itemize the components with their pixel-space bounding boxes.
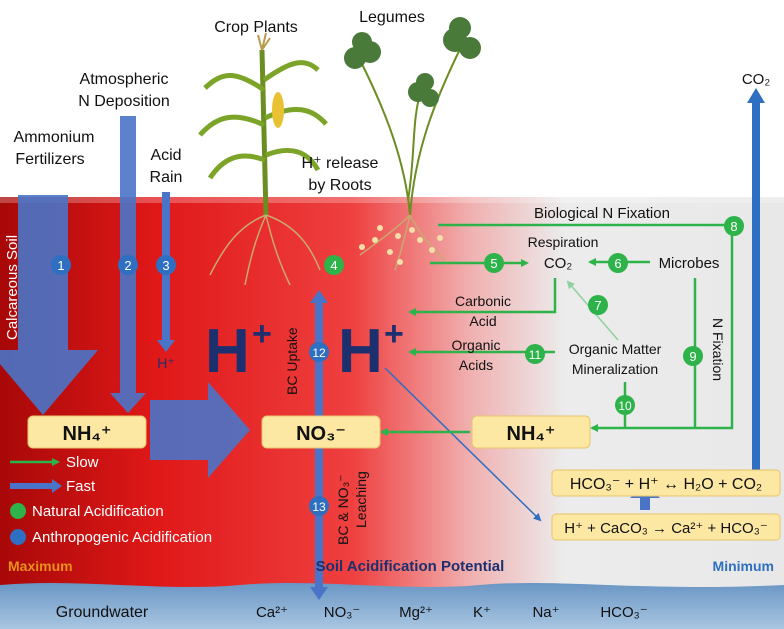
- no3-center-box: [261, 415, 381, 449]
- groundwater-label: Groundwater: [56, 604, 149, 621]
- carbonic-acid-label: Carbonic: [455, 293, 511, 309]
- marker-10: 10: [615, 395, 635, 415]
- legume-plant-icon: [344, 17, 481, 271]
- marker-3-label: 3: [162, 258, 169, 273]
- marker-4-label: 4: [330, 258, 337, 273]
- bio-n-fixation-label: Biological N Fixation: [534, 205, 670, 222]
- nh4-right-label: NH₄⁺: [507, 423, 556, 445]
- bc-leaching-label: BC & NO₃⁻: [335, 474, 351, 545]
- nh4-right-box: [471, 415, 591, 449]
- bicarbonate-equation: HCO₃⁻ + H⁺ ↔ H₂O + CO₂: [570, 476, 762, 493]
- legend: Slow Fast Natural Acidification Anthropo…: [10, 454, 212, 546]
- marker-13-label: 13: [312, 500, 326, 514]
- ion-mg: Mg²⁺: [399, 604, 433, 621]
- h-plus-right-charge: +: [384, 315, 404, 353]
- maximum-label: Maximum: [8, 558, 73, 574]
- om-mineralization-label: Organic Matter: [569, 341, 662, 357]
- organic-acids-label: Organic: [451, 337, 500, 353]
- marker-2: 2: [118, 255, 138, 275]
- h-to-carbonate-arrow: [384, 367, 542, 522]
- h-release-label: H⁺ release: [302, 155, 379, 172]
- crop-plants-label: Crop Plants: [214, 19, 298, 36]
- ion-hco3: HCO₃⁻: [600, 604, 647, 621]
- legumes-label: Legumes: [359, 9, 425, 26]
- marker-5: 5: [484, 253, 504, 273]
- ion-ca: Ca²⁺: [256, 604, 288, 621]
- ammonium-label-2: Fertilizers: [15, 151, 84, 168]
- marker-5-label: 5: [490, 256, 497, 271]
- respiration-label: Respiration: [528, 234, 599, 250]
- crop-plant-icon: [198, 32, 328, 286]
- legend-fast-label: Fast: [66, 478, 96, 495]
- nh4-left-box: [27, 415, 147, 449]
- marker-2-label: 2: [124, 258, 131, 273]
- n-fixation-label: N Fixation: [710, 318, 726, 381]
- acid-rain-label-2: Rain: [150, 169, 183, 186]
- leaching-arrow: [315, 447, 323, 587]
- h-plus-left: H: [205, 317, 250, 386]
- marker-9: 9: [683, 346, 703, 366]
- carbonate-equation: H⁺ + CaCO₃ → Ca²⁺ + HCO₃⁻: [564, 520, 768, 537]
- legend-natural-label: Natural Acidification: [32, 503, 164, 520]
- ion-no3: NO₃⁻: [324, 604, 361, 621]
- marker-7-label: 7: [594, 298, 601, 313]
- marker-1-label: 1: [57, 258, 64, 273]
- acidification-potential-label: Soil Acidification Potential: [316, 558, 505, 575]
- no3-center-label: NO₃⁻: [296, 423, 346, 445]
- h-small-label: H⁺: [157, 355, 175, 371]
- marker-11: 11: [525, 344, 545, 364]
- organic-acids-label-2: Acids: [459, 357, 493, 373]
- bc-leaching-label-2: Leaching: [353, 471, 369, 528]
- marker-11-label: 11: [529, 348, 542, 362]
- legend-slow-label: Slow: [66, 454, 99, 471]
- acid-rain-label: Acid: [150, 147, 181, 164]
- ammonium-label: Ammonium: [14, 129, 95, 146]
- bicarbonate-equation-box: [551, 469, 781, 497]
- h-release-label-2: by Roots: [308, 177, 371, 194]
- marker-8: 8: [724, 216, 744, 236]
- marker-12-label: 12: [312, 346, 326, 360]
- h-plus-right: H: [338, 317, 383, 386]
- carbonic-acid-label-2: Acid: [469, 313, 496, 329]
- bc-uptake-label: BC Uptake: [284, 327, 300, 395]
- marker-1: 1: [51, 255, 71, 275]
- carbonic-acid-arrow: [408, 278, 557, 316]
- legend-fast-arrow: [10, 479, 62, 493]
- nitrification-arrow: [150, 382, 250, 478]
- ammonium-fertilizer-arrow: [0, 195, 98, 415]
- co2-mid-label: CO₂: [544, 255, 573, 272]
- marker-6-label: 6: [614, 256, 621, 271]
- marker-3: 3: [156, 255, 176, 275]
- marker-12: 12: [309, 342, 329, 362]
- carbonate-arrow: [630, 484, 660, 510]
- om-mineralization-label-2: Mineralization: [572, 361, 658, 377]
- marker-13: 13: [309, 496, 329, 516]
- marker-7: 7: [588, 295, 608, 315]
- ion-na: Na⁺: [532, 604, 559, 621]
- marker-10-label: 10: [618, 399, 632, 413]
- marker-6: 6: [608, 253, 628, 273]
- microbes-label: Microbes: [659, 255, 720, 272]
- marker-9-label: 9: [689, 349, 696, 364]
- ion-k: K⁺: [473, 604, 491, 621]
- marker-8-label: 8: [730, 219, 737, 234]
- co2-release-arrow: [752, 100, 760, 478]
- calcareous-soil-label: Calcareous Soil: [4, 235, 21, 340]
- co2-top-label: CO₂: [742, 71, 771, 88]
- groundwater-layer: [0, 582, 784, 629]
- legend-natural-dot: [10, 503, 26, 519]
- nh4-left-label: NH₄⁺: [63, 423, 112, 445]
- carbonate-equation-box: [551, 513, 781, 541]
- marker-4: 4: [324, 255, 344, 275]
- h-plus-left-charge: +: [252, 315, 272, 353]
- atm-deposition-label: Atmospheric: [80, 71, 169, 88]
- legend-anthropogenic-dot: [10, 529, 26, 545]
- bio-n-fixation-arrow: [438, 223, 734, 432]
- legend-anthropogenic-label: Anthropogenic Acidification: [32, 529, 212, 546]
- minimum-label: Minimum: [713, 558, 774, 574]
- atm-deposition-label-2: N Deposition: [78, 93, 170, 110]
